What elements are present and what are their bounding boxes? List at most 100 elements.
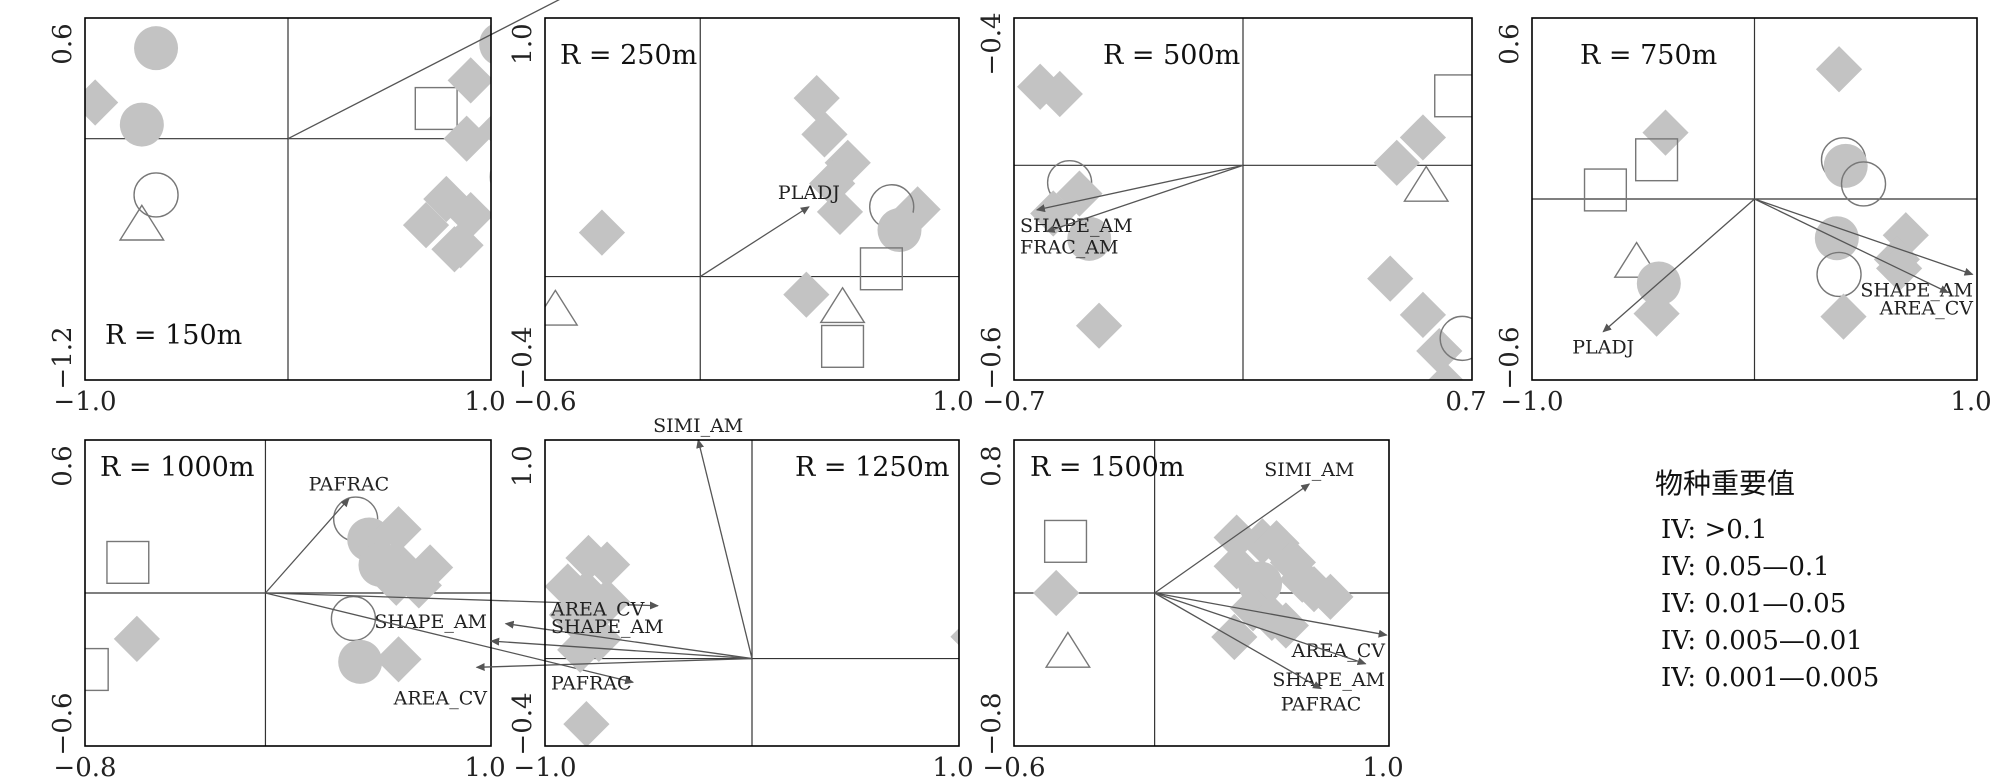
species-point	[533, 162, 575, 204]
y-tick-min: −0.4	[508, 326, 538, 389]
species-point	[402, 202, 450, 249]
species-point	[1067, 216, 1112, 261]
species-point	[506, 177, 550, 221]
vector-label: SIMI_AM	[653, 415, 743, 437]
y-tick-max: 0.6	[48, 445, 78, 486]
species-point	[877, 208, 922, 253]
species-point	[407, 544, 454, 591]
panel-frame	[544, 439, 960, 747]
x-tick-max: 1.0	[932, 753, 973, 779]
species-points	[545, 75, 941, 368]
legend-item-1: IV: >0.1	[1661, 515, 1768, 545]
species-point	[539, 212, 585, 258]
vector-label: PAFRAC	[1281, 694, 1362, 716]
species-point	[1399, 291, 1447, 338]
species-point	[578, 209, 626, 256]
radius-label: R = 500m	[1103, 40, 1240, 71]
species-point	[819, 286, 866, 324]
y-tick-min: −0.6	[1495, 326, 1525, 389]
environment-vector	[475, 657, 753, 672]
x-tick-max: 1.0	[932, 387, 973, 417]
species-point	[1269, 539, 1317, 586]
species-point	[447, 191, 491, 239]
environment-vector	[1154, 592, 1322, 690]
species-points	[1017, 63, 1472, 380]
legend-title: 物种重要值	[1655, 467, 1795, 500]
species-point	[375, 636, 422, 683]
species-point	[395, 562, 442, 609]
panel-frame	[84, 439, 492, 747]
species-point	[118, 204, 165, 241]
species-point	[950, 628, 959, 646]
x-tick-max: 1.0	[1362, 753, 1403, 779]
environment-vector	[1154, 592, 1367, 666]
species-point	[1633, 290, 1680, 337]
x-tick-min: −0.6	[982, 753, 1045, 779]
species-point	[545, 289, 579, 326]
species-point	[134, 26, 179, 71]
x-tick-min: −0.8	[53, 753, 116, 779]
vector-label: PLADJ	[1572, 337, 1634, 359]
y-tick-max: 0.8	[977, 445, 1007, 486]
species-point	[1229, 585, 1277, 632]
species-points	[1583, 46, 1929, 340]
species-point	[489, 168, 491, 186]
species-points	[1033, 514, 1354, 668]
species-point	[1013, 620, 1055, 662]
panel-frame	[544, 17, 960, 381]
environment-vector	[1754, 198, 1949, 294]
radius-label: R = 250m	[560, 40, 697, 71]
species-point	[1033, 569, 1080, 617]
vector-label: PAFRAC	[551, 672, 632, 694]
vector-label: SIMI_AM	[1264, 459, 1354, 481]
species-point	[584, 541, 631, 588]
radius-label: R = 1500m	[1030, 452, 1184, 483]
y-tick-max: 0.6	[48, 23, 78, 64]
species-point	[1211, 613, 1258, 661]
species-point	[783, 271, 830, 318]
radius-label: R = 1000m	[100, 452, 254, 483]
environment-vector	[1754, 198, 1974, 276]
radius-label: R = 150m	[105, 320, 242, 351]
species-point	[1044, 631, 1091, 668]
species-point	[133, 172, 179, 218]
legend-item-3: IV: 0.01—0.05	[1661, 589, 1846, 619]
species-point	[820, 324, 865, 368]
species-point	[479, 24, 491, 64]
species-point	[563, 701, 610, 746]
species-point	[119, 102, 164, 147]
x-tick-max: 1.0	[1950, 387, 1991, 417]
vector-label: SHAPE_AM	[1860, 279, 1973, 301]
vector-label: AREA_CV	[1291, 640, 1386, 662]
vector-label: PAFRAC	[309, 474, 390, 496]
species-point	[1036, 70, 1083, 118]
y-tick-min: −0.6	[48, 692, 78, 755]
environment-vector	[1045, 164, 1244, 233]
vector-label: AREA_CV	[550, 599, 645, 621]
species-point	[1213, 543, 1260, 590]
legend-item-2: IV: 0.05—0.1	[1661, 552, 1830, 582]
species-point	[499, 121, 543, 165]
species-point	[1823, 143, 1868, 188]
species-points	[545, 534, 1055, 746]
ordination-panel: AREA_AM−1.01.0−1.20.6R = 150m	[48, 0, 585, 417]
environment-vector	[287, 0, 560, 140]
y-tick-min: −1.2	[48, 326, 78, 389]
species-point	[513, 104, 559, 150]
species-point	[1634, 138, 1679, 182]
legend-item-5: IV: 0.001—0.005	[1661, 663, 1879, 693]
species-point	[1416, 327, 1463, 375]
species-point	[545, 563, 591, 610]
species-point	[1373, 139, 1420, 186]
panel-frame	[84, 17, 492, 381]
species-point	[106, 540, 150, 584]
y-tick-max: −0.4	[977, 12, 1007, 75]
species-point	[1403, 165, 1450, 202]
y-tick-min: −0.8	[977, 692, 1007, 755]
species-point	[1213, 514, 1260, 561]
